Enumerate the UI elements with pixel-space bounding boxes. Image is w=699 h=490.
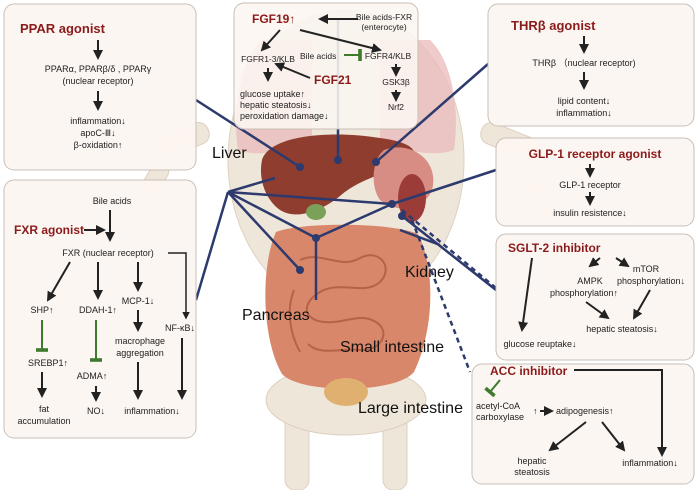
acc-enzyme2: carboxylase bbox=[476, 412, 524, 422]
fgf-effect1: glucose uptake↑ bbox=[240, 89, 305, 99]
large-intestine-label: Large intestine bbox=[358, 400, 463, 417]
fgf-bile-acids: Bile acids bbox=[300, 51, 336, 61]
arrow-icon bbox=[518, 257, 533, 332]
glp1-effect: insulin resistence↓ bbox=[553, 208, 627, 218]
fxr-title: FXR agonist bbox=[14, 223, 84, 237]
connector-dot-icon bbox=[334, 156, 342, 164]
connector-dots bbox=[296, 156, 406, 274]
fgfr13-label: FGFR1-3/KLB bbox=[241, 54, 295, 64]
sglt2-mtor2: phosphorylation↓ bbox=[617, 276, 685, 286]
connector-dot-icon bbox=[388, 200, 396, 208]
arrow-icon bbox=[588, 257, 601, 268]
acc-enzyme1: acetyl-CoA bbox=[476, 401, 520, 411]
sglt2-ampk1: AMPK bbox=[577, 276, 603, 286]
fxr-receptor: FXR (nuclear receptor) bbox=[62, 248, 154, 258]
acc-title: ACC inhibitor bbox=[490, 364, 568, 378]
glp1-panel: GLP-1 receptor agonist GLP-1 receptor in… bbox=[495, 137, 695, 227]
bladder bbox=[324, 378, 368, 406]
glp1-title: GLP-1 receptor agonist bbox=[529, 147, 662, 161]
fgf-panel: FGF19↑ Bile acids-FXR (enterocyte) FGFR1… bbox=[233, 2, 419, 130]
fxr-adma: ADMA↑ bbox=[77, 371, 108, 381]
sglt2-title: SGLT-2 inhibitor bbox=[508, 241, 601, 255]
fxr-shp: SHP↑ bbox=[30, 305, 53, 315]
fxr-fat1: fat bbox=[39, 404, 50, 414]
small-intestine-loops bbox=[288, 254, 387, 353]
connector-dot-icon bbox=[296, 163, 304, 171]
fxr-srebp: SREBP1↑ bbox=[28, 358, 68, 368]
arrow-icon bbox=[274, 62, 311, 79]
arrow-icon bbox=[633, 289, 651, 320]
connector-dot-icon bbox=[372, 158, 380, 166]
ppar-effect2: apoC-Ⅲ↓ bbox=[80, 128, 115, 138]
connector-dot-icon bbox=[296, 266, 304, 274]
fgf-source-line2: (enterocyte) bbox=[361, 22, 407, 32]
thr-effect1: lipid content↓ bbox=[558, 96, 611, 106]
fxr-macro1: macrophage bbox=[115, 336, 165, 346]
gallbladder bbox=[306, 204, 326, 220]
fxr-inflam: inflammation↓ bbox=[124, 406, 180, 416]
connector-dot-icon bbox=[312, 234, 320, 242]
dashed-connectors bbox=[401, 209, 497, 373]
nrf2-label: Nrf2 bbox=[388, 102, 404, 112]
gsk-label: GSK3β bbox=[382, 77, 410, 87]
arrow-icon bbox=[601, 421, 626, 452]
arrow-icon bbox=[574, 369, 667, 457]
arrow-icon bbox=[548, 421, 587, 452]
pancreas-label: Pancreas bbox=[242, 307, 310, 324]
kidney-label: Kidney bbox=[405, 264, 454, 281]
ppar-receptor-line1: PPARα, PPARβ/δ , PPARγ bbox=[45, 64, 152, 74]
fgf-effect2: hepatic steatosis↓ bbox=[240, 100, 312, 110]
sglt2-panel: SGLT-2 inhibitor AMPK phosphorylation↑ m… bbox=[495, 233, 695, 361]
fgfr4-label: FGFR4/KLB bbox=[365, 51, 412, 61]
liver-label: Liver bbox=[212, 145, 247, 162]
sglt2-ampk2: phosphorylation↑ bbox=[550, 288, 618, 298]
fgf-source-line1: Bile acids-FXR bbox=[356, 12, 412, 22]
intestines bbox=[265, 224, 431, 389]
small-intestine-label: Small intestine bbox=[340, 339, 444, 356]
fxr-fat2: accumulation bbox=[17, 416, 70, 426]
liver bbox=[260, 134, 415, 215]
acc-steat1: hepatic bbox=[517, 456, 547, 466]
glp1-receptor: GLP-1 receptor bbox=[559, 180, 621, 190]
connector-dot-icon bbox=[398, 212, 406, 220]
arrow-icon bbox=[46, 261, 71, 302]
fgf21-title: FGF21 bbox=[314, 73, 352, 87]
fxr-mcp: MCP-1↓ bbox=[122, 296, 155, 306]
fxr-bile-acids: Bile acids bbox=[93, 196, 132, 206]
fxr-panel: Bile acids FXR agonist FXR (nuclear rece… bbox=[3, 179, 197, 439]
ppar-panel: PPAR agonist PPARα, PPARβ/δ , PPARγ (nuc… bbox=[3, 3, 197, 171]
ppar-receptor-line2: (nuclear receptor) bbox=[62, 76, 133, 86]
fgf-effect3: peroxidation damage↓ bbox=[240, 111, 329, 121]
acc-inflam: inflammation↓ bbox=[622, 458, 678, 468]
arrow-icon bbox=[615, 257, 630, 268]
acc-adipo: adipogenesis↑ bbox=[556, 406, 614, 416]
acc-up: ↑ bbox=[533, 406, 538, 416]
organ-labels: Liver Kidney Pancreas Small intestine La… bbox=[212, 145, 463, 417]
sglt2-mtor1: mTOR bbox=[633, 264, 660, 274]
ppar-title: PPAR agonist bbox=[20, 21, 106, 36]
fxr-nfkb: NF-κB↓ bbox=[165, 323, 195, 333]
arrow-icon bbox=[260, 29, 281, 52]
sglt2-glucose: glucose reuptake↓ bbox=[503, 339, 576, 349]
thr-title: THRβ agonist bbox=[511, 18, 596, 33]
ppar-effect1: inflammation↓ bbox=[70, 116, 126, 126]
thr-panel: THRβ agonist THRβ （nuclear receptor) lip… bbox=[487, 3, 695, 127]
fgf19-title: FGF19↑ bbox=[252, 12, 295, 26]
ppar-effect3: β-oxidation↑ bbox=[74, 140, 123, 150]
inhibition-bar-icon bbox=[484, 379, 501, 398]
sglt2-steatosis: hepatic steatosis↓ bbox=[586, 324, 658, 334]
acc-panel: ACC inhibitor acetyl-CoA carboxylase ↑ a… bbox=[471, 363, 695, 485]
fxr-macro2: aggregation bbox=[116, 348, 164, 358]
thr-effect2: inflammation↓ bbox=[556, 108, 612, 118]
thr-receptor: THRβ （nuclear receptor) bbox=[532, 58, 635, 68]
arrow-icon bbox=[585, 301, 610, 320]
fxr-ddah: DDAH-1↑ bbox=[79, 305, 117, 315]
fxr-no: NO↓ bbox=[87, 406, 105, 416]
arrow-icon bbox=[299, 29, 382, 53]
acc-steat2: steatosis bbox=[514, 467, 550, 477]
arrow-icon bbox=[168, 252, 190, 320]
